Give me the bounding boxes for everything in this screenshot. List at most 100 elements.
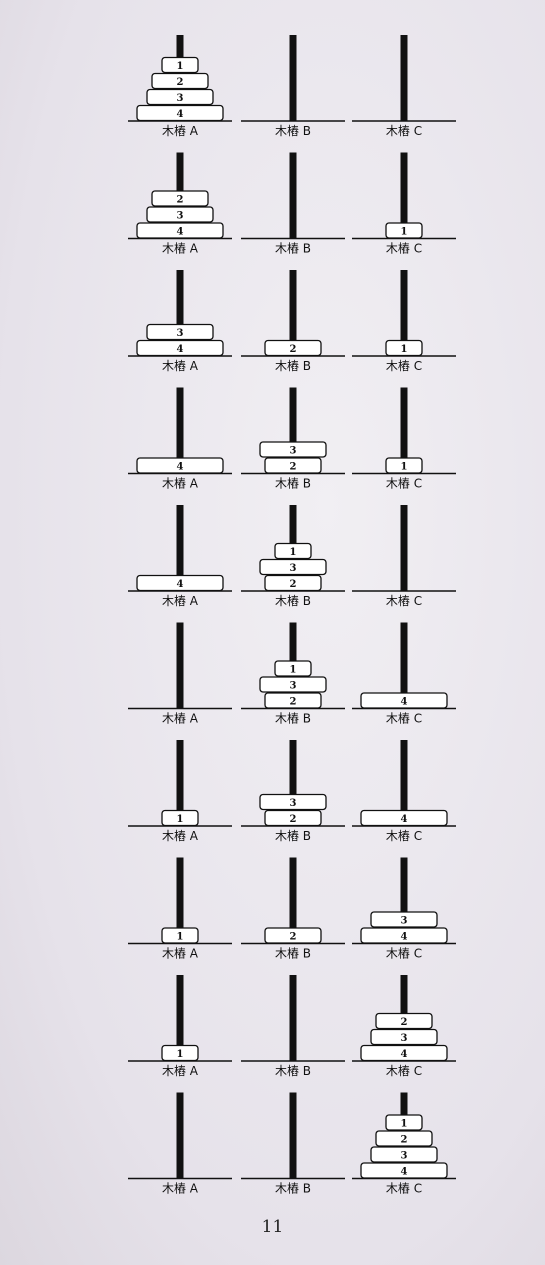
disk-4 bbox=[360, 1044, 448, 1062]
peg-pole-b bbox=[289, 387, 297, 474]
disk-3 bbox=[259, 793, 327, 811]
peg-pole-a bbox=[176, 505, 184, 591]
page-number: 11 bbox=[261, 1217, 284, 1237]
peg-label-c: 木樁 C bbox=[386, 359, 422, 373]
disk-1 bbox=[385, 339, 423, 357]
disk-label-4: 4 bbox=[401, 814, 408, 825]
disk-label-1: 1 bbox=[177, 1049, 184, 1060]
disk-3 bbox=[259, 441, 327, 458]
disk-3 bbox=[370, 911, 438, 928]
disk-1 bbox=[385, 222, 423, 239]
disk-1 bbox=[385, 1114, 423, 1131]
peg-pole-a bbox=[176, 270, 184, 356]
disk-1 bbox=[274, 542, 312, 560]
disk-2 bbox=[264, 692, 322, 709]
disk-label-3: 3 bbox=[401, 916, 408, 927]
disk-2 bbox=[264, 927, 322, 944]
disk-label-3: 3 bbox=[290, 446, 297, 457]
disk-label-3: 3 bbox=[290, 681, 297, 692]
peg-label-a: 木樁 A bbox=[162, 1064, 199, 1078]
peg-label-c: 木樁 C bbox=[386, 477, 422, 491]
disk-4 bbox=[360, 692, 448, 709]
disk-label-1: 1 bbox=[177, 932, 184, 943]
peg-label-b: 木樁 B bbox=[275, 947, 311, 961]
disk-label-3: 3 bbox=[290, 798, 297, 809]
disk-label-3: 3 bbox=[290, 563, 297, 574]
disk-2 bbox=[264, 574, 322, 592]
peg-label-c: 木樁 C bbox=[386, 1182, 422, 1196]
disk-label-2: 2 bbox=[177, 77, 184, 88]
disk-2 bbox=[264, 457, 322, 474]
disk-label-1: 1 bbox=[290, 547, 297, 558]
peg-label-b: 木樁 B bbox=[275, 712, 311, 726]
peg-label-a: 木樁 A bbox=[162, 242, 199, 256]
peg-pole-b bbox=[289, 270, 297, 356]
peg-label-a: 木樁 A bbox=[162, 594, 199, 608]
peg-pole-c bbox=[400, 505, 408, 591]
disk-label-4: 4 bbox=[177, 344, 184, 355]
peg-label-b: 木樁 B bbox=[275, 477, 311, 491]
peg-label-a: 木樁 A bbox=[162, 359, 199, 373]
disk-label-2: 2 bbox=[290, 462, 297, 473]
disk-label-4: 4 bbox=[401, 1049, 408, 1060]
peg-label-c: 木樁 C bbox=[386, 124, 422, 138]
peg-label-b: 木樁 B bbox=[275, 594, 311, 608]
disk-label-3: 3 bbox=[401, 1151, 408, 1162]
peg-pole-a bbox=[176, 622, 184, 709]
peg-label-b: 木樁 B bbox=[275, 242, 311, 256]
peg-pole-a bbox=[176, 740, 184, 826]
peg-label-a: 木樁 A bbox=[162, 829, 199, 843]
disk-4 bbox=[136, 104, 224, 122]
disk-label-1: 1 bbox=[401, 462, 408, 473]
disk-2 bbox=[151, 72, 209, 90]
peg-label-c: 木樁 C bbox=[386, 947, 422, 961]
disk-2 bbox=[264, 339, 322, 357]
disk-3 bbox=[146, 323, 214, 341]
peg-label-c: 木樁 C bbox=[386, 242, 422, 256]
disk-label-2: 2 bbox=[401, 1135, 408, 1146]
disk-label-2: 2 bbox=[290, 344, 297, 355]
disk-3 bbox=[146, 88, 214, 106]
disk-label-1: 1 bbox=[401, 344, 408, 355]
disk-label-2: 2 bbox=[290, 932, 297, 943]
disk-label-1: 1 bbox=[401, 1119, 408, 1130]
disk-3 bbox=[370, 1028, 438, 1046]
peg-pole-c bbox=[400, 740, 408, 826]
disk-label-3: 3 bbox=[177, 211, 184, 222]
disk-label-1: 1 bbox=[401, 227, 408, 238]
peg-label-a: 木樁 A bbox=[162, 947, 199, 961]
peg-pole-c bbox=[400, 35, 408, 121]
peg-pole-b bbox=[289, 35, 297, 121]
disk-2 bbox=[375, 1012, 433, 1030]
disk-label-4: 4 bbox=[177, 109, 184, 120]
peg-pole-a bbox=[176, 387, 184, 474]
disk-label-2: 2 bbox=[290, 814, 297, 825]
disk-label-3: 3 bbox=[177, 328, 184, 339]
disk-4 bbox=[360, 927, 448, 944]
disk-2 bbox=[151, 190, 209, 207]
peg-pole-b bbox=[289, 740, 297, 826]
disk-label-1: 1 bbox=[177, 61, 184, 72]
peg-pole-b bbox=[289, 1092, 297, 1179]
disk-4 bbox=[136, 574, 224, 592]
disk-label-3: 3 bbox=[177, 93, 184, 104]
disk-label-4: 4 bbox=[177, 462, 184, 473]
disk-label-4: 4 bbox=[401, 932, 408, 943]
peg-label-b: 木樁 B bbox=[275, 124, 311, 138]
peg-pole-a bbox=[176, 857, 184, 944]
peg-label-b: 木樁 B bbox=[275, 1182, 311, 1196]
disk-label-2: 2 bbox=[401, 1017, 408, 1028]
disk-label-2: 2 bbox=[290, 697, 297, 708]
peg-pole-c bbox=[400, 152, 408, 239]
peg-label-b: 木樁 B bbox=[275, 359, 311, 373]
peg-label-a: 木樁 A bbox=[162, 1182, 199, 1196]
disk-label-4: 4 bbox=[401, 697, 408, 708]
peg-pole-c bbox=[400, 387, 408, 474]
disk-3 bbox=[146, 206, 214, 223]
disk-3 bbox=[370, 1146, 438, 1163]
peg-label-a: 木樁 A bbox=[162, 477, 199, 491]
disk-label-1: 1 bbox=[177, 814, 184, 825]
disk-3 bbox=[259, 558, 327, 576]
disk-1 bbox=[161, 56, 199, 74]
